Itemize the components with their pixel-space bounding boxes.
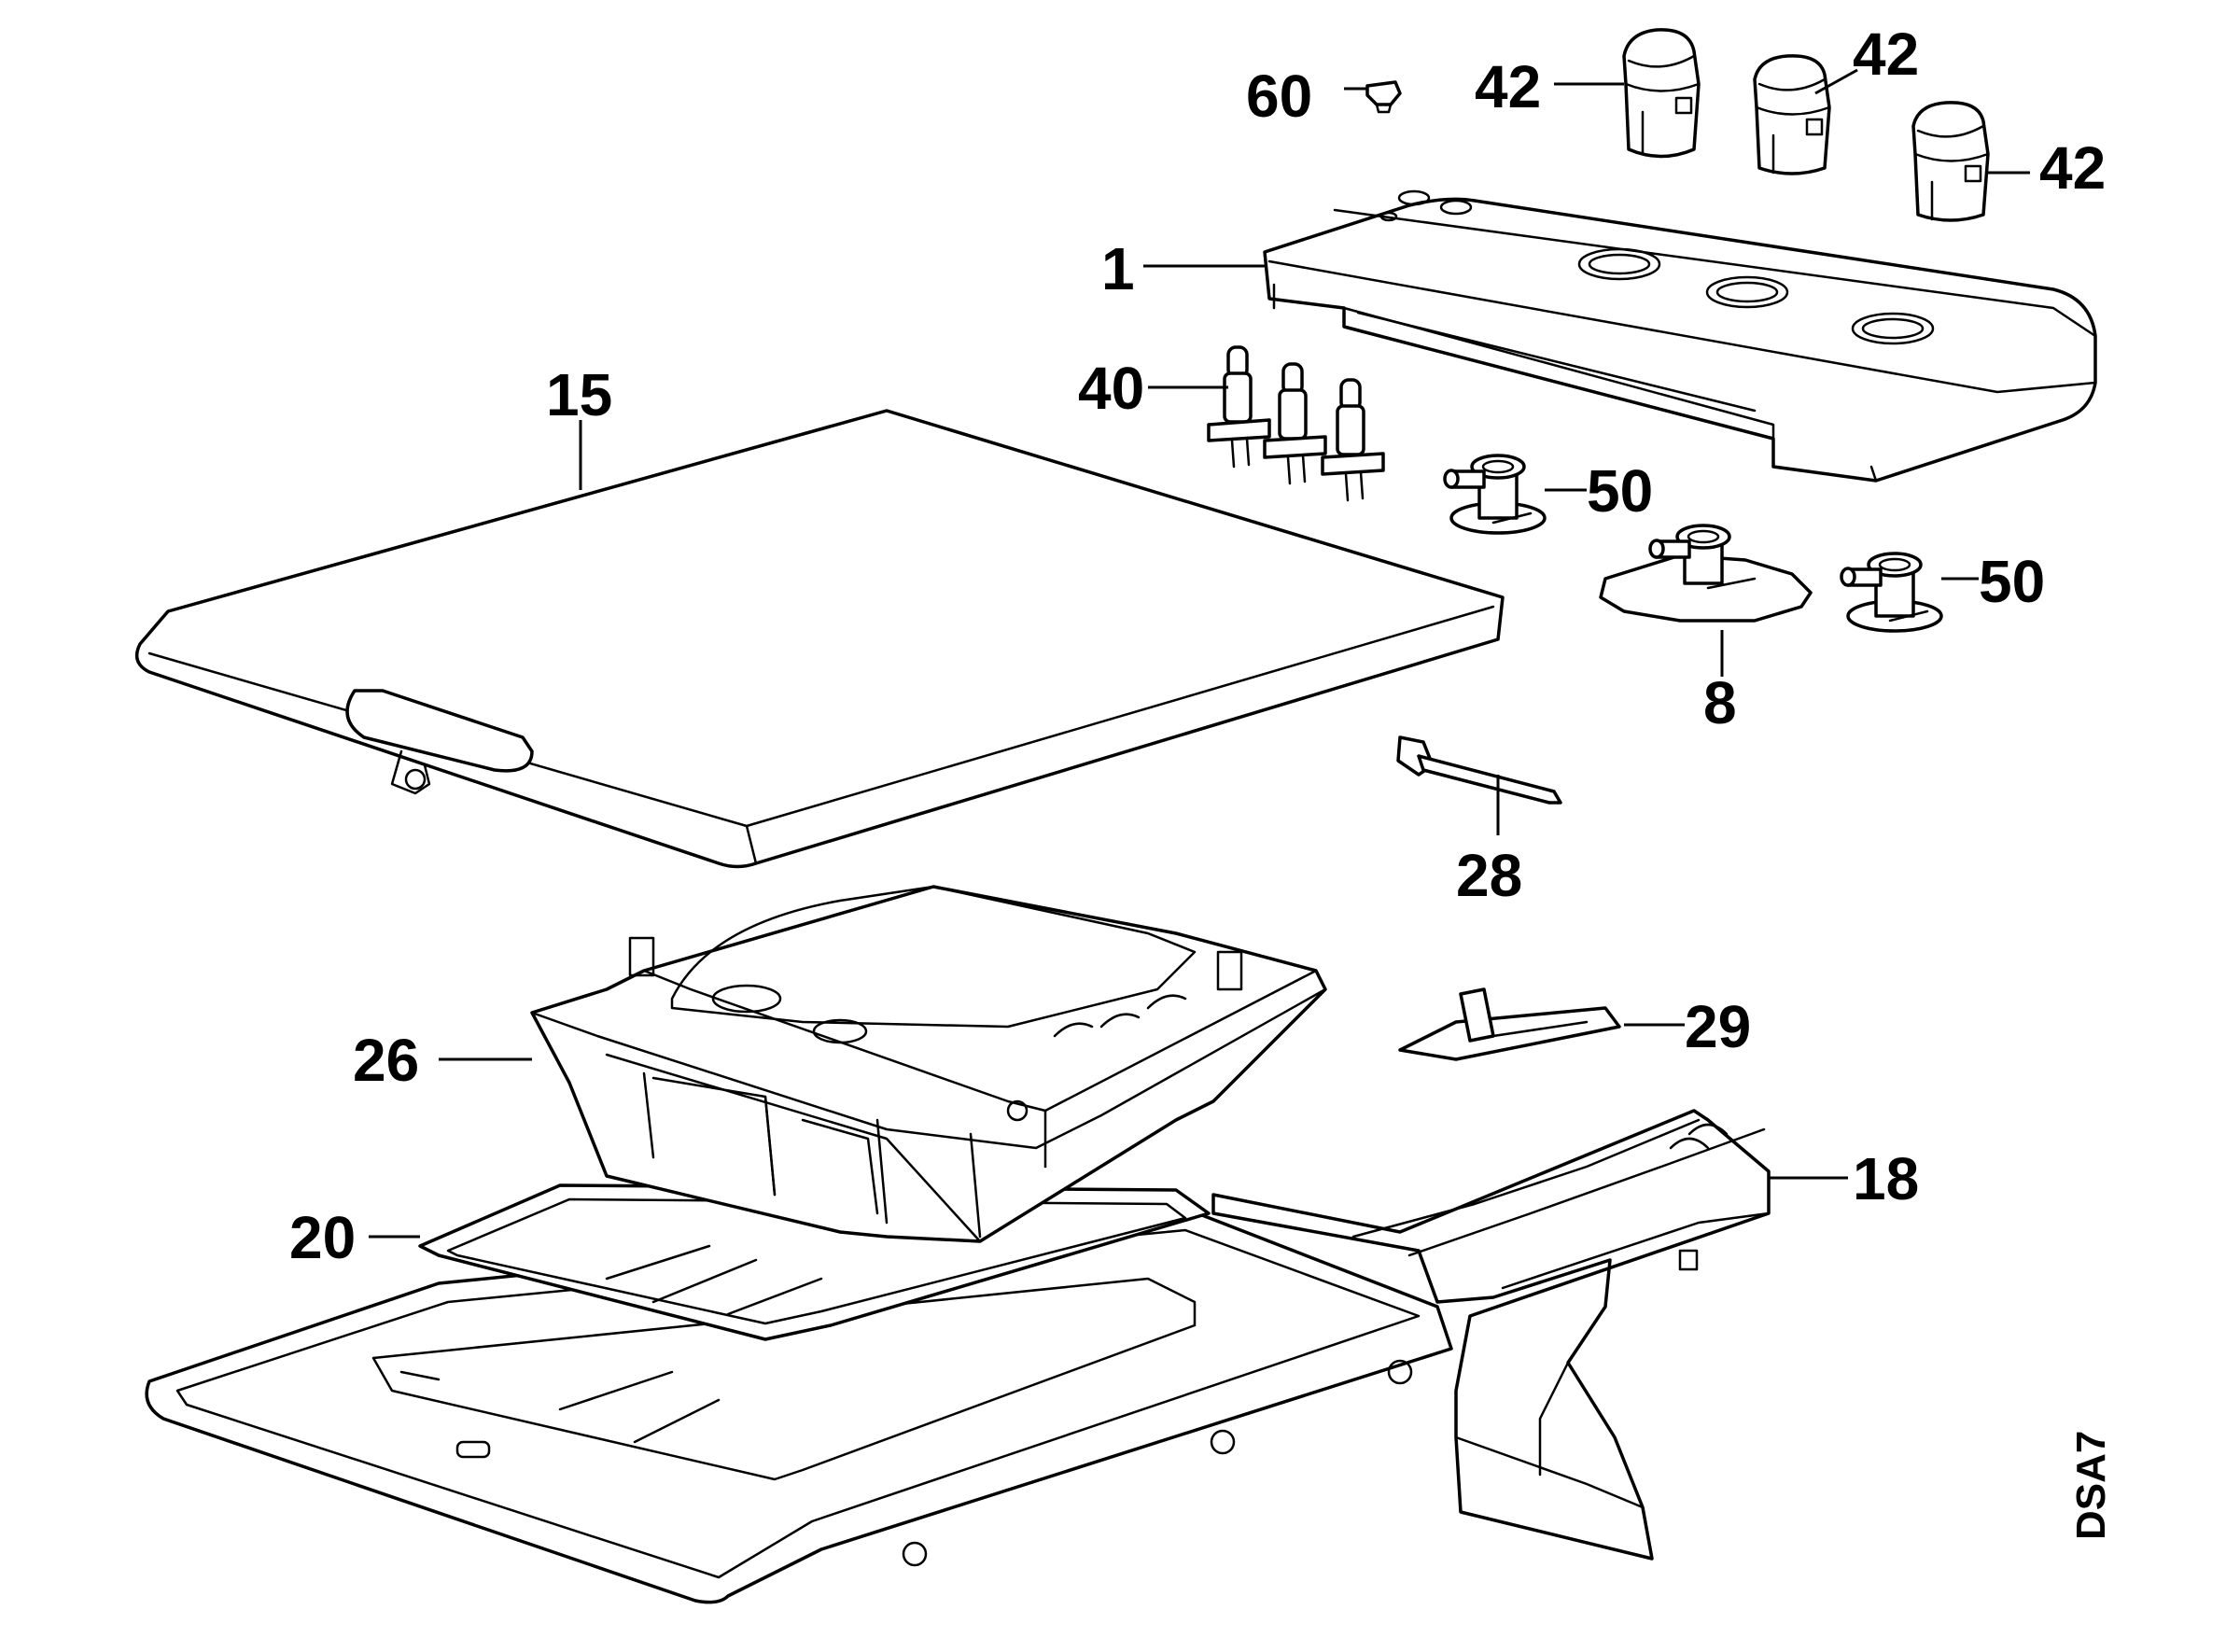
part-bracket (1211, 1109, 1771, 1561)
part-knob-3 (1911, 101, 1990, 222)
callout-1: 1 (1101, 235, 1135, 302)
callout-20: 20 (289, 1204, 356, 1271)
part-top-lid (134, 409, 1505, 869)
part-rod (1396, 735, 1562, 805)
drawing-code: DSA7 (2068, 1431, 2114, 1540)
part-switch-pins (1207, 345, 1385, 502)
part-valve-2 (1840, 552, 1943, 633)
part-valve-plate (1599, 524, 1813, 623)
part-plug (1365, 80, 1402, 114)
callout-18: 18 (1853, 1145, 1919, 1212)
leader-lines (369, 68, 2030, 1239)
part-latch (1398, 987, 1621, 1061)
part-gasket-frame (418, 1183, 1211, 1341)
part-valve-1 (1443, 454, 1547, 535)
part-knob-1 (1622, 28, 1701, 159)
callout-40: 40 (1078, 355, 1144, 422)
part-detergent-drawer (530, 885, 1327, 1243)
callout-42: 42 (2039, 134, 2106, 202)
callout-42: 42 (1853, 21, 1919, 88)
callout-28: 28 (1456, 842, 1522, 909)
callout-50: 50 (1979, 548, 2045, 615)
callout-26: 26 (353, 1027, 419, 1094)
callout-29: 29 (1685, 993, 1751, 1060)
callout-8: 8 (1703, 669, 1737, 736)
callout-15: 15 (546, 361, 612, 428)
callout-50: 50 (1587, 457, 1653, 525)
callout-60: 60 (1246, 63, 1312, 130)
callout-labels: 60 42 42 42 1 15 40 50 50 8 28 26 29 18 … (289, 21, 2106, 1271)
callout-42: 42 (1475, 53, 1541, 120)
part-knob-2 (1753, 54, 1831, 175)
part-control-panel (1263, 189, 2097, 483)
